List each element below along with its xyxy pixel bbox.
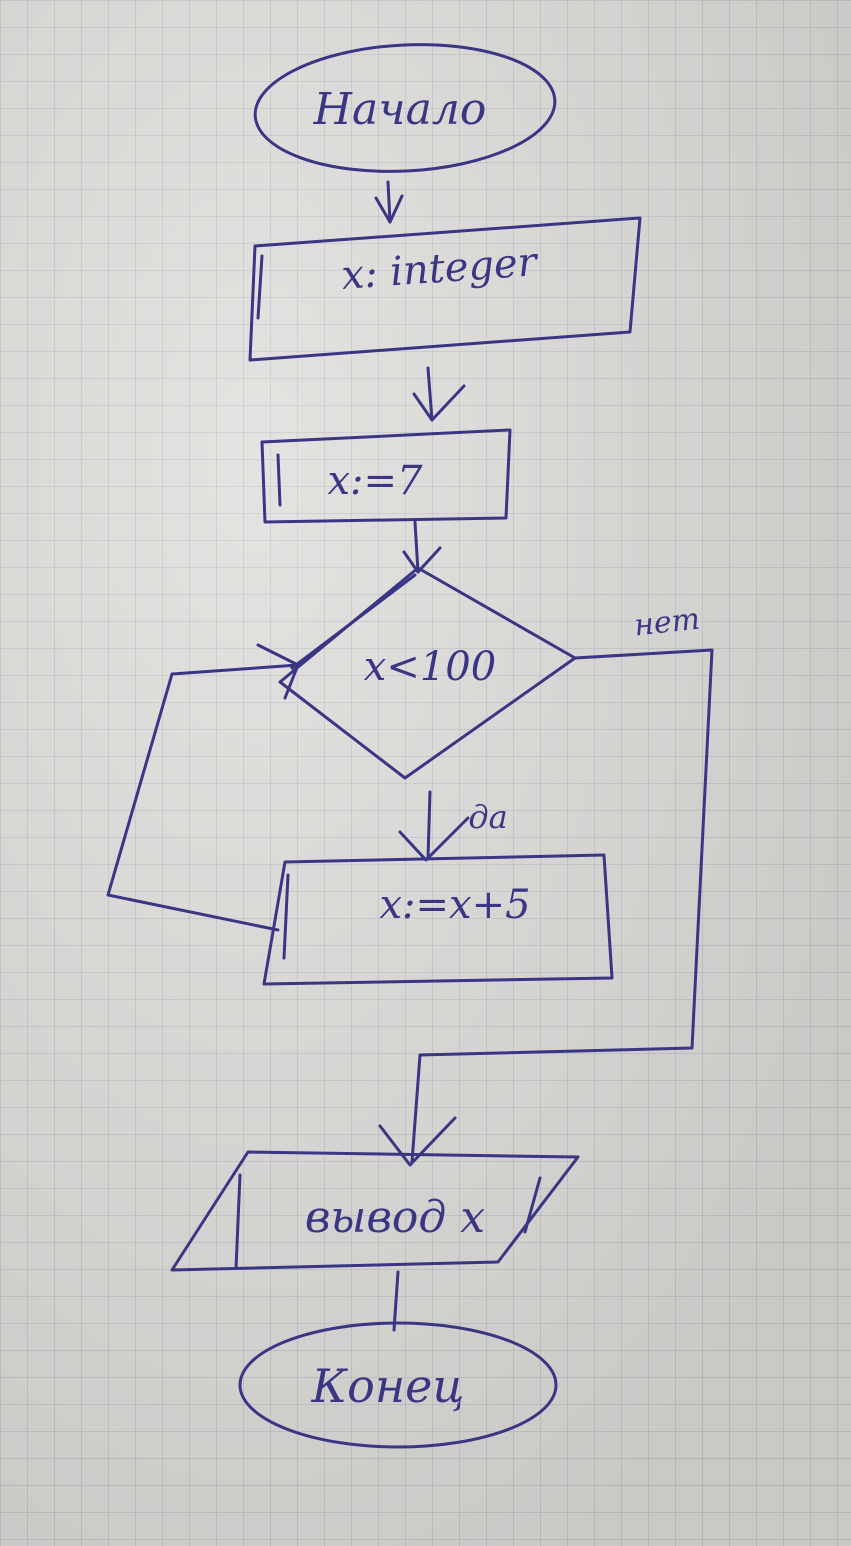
arrow-condition-to-body xyxy=(398,790,470,862)
yes-branch-label: да xyxy=(468,798,507,836)
output-node: вывод x xyxy=(170,1150,580,1272)
no-branch-line xyxy=(410,648,714,1164)
end-label: Конец xyxy=(311,1359,465,1413)
condition-node: x<100 xyxy=(278,566,577,780)
loop-back-line xyxy=(106,663,300,932)
declare-label: x: integer xyxy=(340,239,541,299)
arrow-start-to-declare xyxy=(374,180,404,224)
condition-label: x<100 xyxy=(364,644,496,690)
assign-label: x:=7 xyxy=(328,458,424,504)
declare-node: x: integer xyxy=(248,216,642,362)
arrow-output-to-end xyxy=(392,1270,400,1332)
no-branch-label: нет xyxy=(632,602,701,644)
arrow-assign-to-condition xyxy=(402,520,442,574)
start-node: Начало xyxy=(253,43,557,173)
no-branch-arrowhead xyxy=(378,1116,457,1167)
output-label: вывод x xyxy=(305,1192,485,1243)
start-label: Начало xyxy=(313,84,487,135)
end-node: Конец xyxy=(238,1321,558,1449)
body-label: x:=x+5 xyxy=(379,882,530,928)
loop-back-arrowhead xyxy=(256,643,300,700)
assign-node: x:=7 xyxy=(260,428,512,524)
arrow-declare-to-assign xyxy=(412,366,466,422)
body-node: x:=x+5 xyxy=(262,853,614,986)
